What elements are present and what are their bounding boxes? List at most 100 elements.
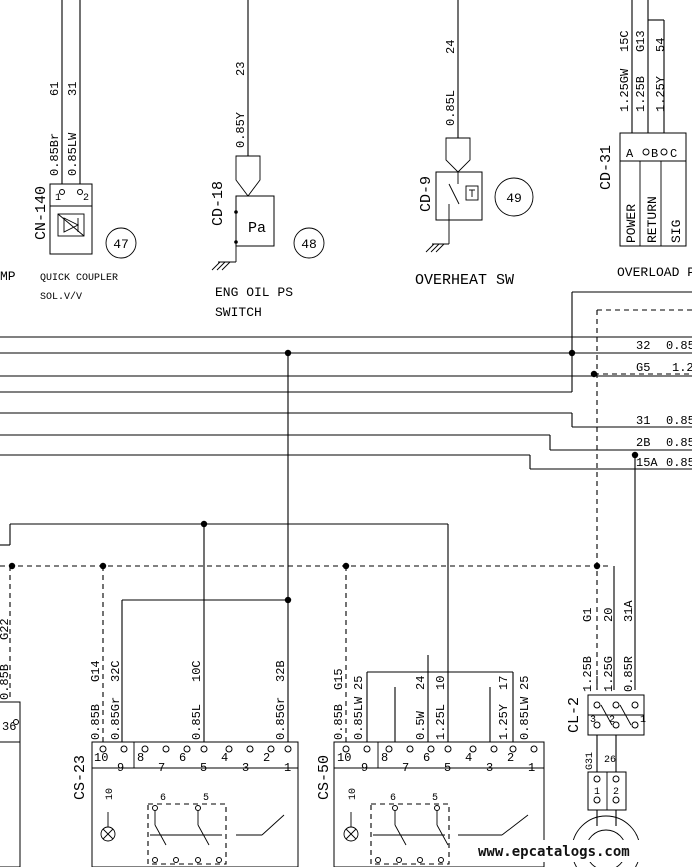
watermark-bg <box>470 840 692 862</box>
cs23-sw-pin10: 10 <box>105 788 116 800</box>
cs50-wire3-size: 0.5W <box>414 710 428 740</box>
cs23-pin1: 1 <box>284 761 291 775</box>
g31-pin1: 1 <box>594 787 600 798</box>
cs23-wire2-size: 0.85Gr <box>109 697 123 740</box>
cs23-wire1-size: 0.85B <box>89 704 103 740</box>
cd31-pin-a: A <box>626 147 634 161</box>
cs50-pin2: 2 <box>507 751 514 765</box>
cn140-pin1: 1 <box>55 193 61 204</box>
connector-cd31: 1.25GW 15C 1.25B G13 1.25Y 54 CD-31 A B … <box>598 30 692 280</box>
cd18-label-line2: SWITCH <box>215 305 262 320</box>
cs50-pin7: 7 <box>402 761 409 775</box>
g31-id: G31 <box>585 752 596 770</box>
cl2-pin1: 1 <box>640 715 646 726</box>
wire-label-2b-size: 0.85 <box>666 436 692 450</box>
cs23-wire1-num: G14 <box>89 660 103 682</box>
cs23-wire2-num: 32C <box>109 660 123 682</box>
cd9-wire-size: 0.85L <box>444 90 458 126</box>
cs23-sw-pin6: 6 <box>160 793 166 804</box>
left-fragment-pin: 36 <box>2 720 16 734</box>
cd18-symbol: Pa <box>248 220 266 237</box>
cs50-pin9: 9 <box>361 761 368 775</box>
cn140-wire2-size: 0.85LW <box>66 132 80 176</box>
cd31-pin-c: C <box>670 147 677 161</box>
cd9-id: CD-9 <box>418 176 435 212</box>
cs50-id: CS-50 <box>316 755 333 800</box>
connector-cd9: 0.85L 24 CD-9 49 OVERHEAT SW <box>415 40 534 289</box>
wire-label-15a-size: 0.85 <box>666 456 692 470</box>
cs50-wire6-size: 0.85LW <box>518 696 532 740</box>
cs23-id: CS-23 <box>72 755 89 800</box>
cd18-label-line1: ENG OIL PS <box>215 285 293 300</box>
g31-num: 26 <box>604 755 616 766</box>
g31-pin2: 2 <box>613 787 619 798</box>
cs50-pin6: 6 <box>423 751 430 765</box>
cs50-wire1-num: G15 <box>332 668 346 690</box>
cs50-pin3: 3 <box>486 761 493 775</box>
cs23-pin8: 8 <box>137 751 144 765</box>
cs23-pin6: 6 <box>179 751 186 765</box>
cs50-pin1: 1 <box>528 761 535 775</box>
cd31-pin-name-power: POWER <box>624 204 639 243</box>
cd9-item: 49 <box>506 191 522 206</box>
solenoid-icon <box>57 213 85 237</box>
right-wire-labels: 32 0.85 G5 1.2 31 0.85 2B 0.85 15A 0.85 <box>636 339 692 470</box>
cd9-wire-num: 24 <box>444 40 458 54</box>
cs23-pin10: 10 <box>94 751 108 765</box>
connector-cl2: 1.25B G1 1.25G 20 0.85R 31A CL-2 3 2 1 <box>566 566 646 772</box>
cn140-body <box>49 183 93 255</box>
cn140-pin2: 2 <box>83 193 89 204</box>
item-48-circle <box>293 227 325 259</box>
connector-left-fragment: 0.85B G22 36 <box>0 618 21 867</box>
cn140-id: CN-140 <box>33 186 50 240</box>
item-49-circle <box>494 177 534 217</box>
cs50-pin10: 10 <box>337 751 351 765</box>
cd9-label: OVERHEAT SW <box>415 272 514 289</box>
cs23-sw-pin5: 5 <box>203 793 209 804</box>
cs50-wire5-size: 1.25Y <box>497 704 511 740</box>
wire-label-32-size: 0.85 <box>666 339 692 353</box>
cl2-pin3: 3 <box>590 715 596 726</box>
connector-cs50: 0.85B G15 0.85LW 25 0.5W 24 1.25L 10 1.2… <box>316 668 545 867</box>
cd31-id: CD-31 <box>598 145 615 190</box>
cs23-wire3-num: 10C <box>190 660 204 682</box>
temperature-switch-icon <box>435 171 483 221</box>
cn140-wire2-num: 31 <box>66 82 80 96</box>
cs50-sw-pin6: 6 <box>390 793 396 804</box>
cd18-id: CD-18 <box>210 181 227 226</box>
cl2-id: CL-2 <box>566 697 583 733</box>
cs23-pin3: 3 <box>242 761 249 775</box>
cs23-pin4: 4 <box>221 751 228 765</box>
cs50-wire1-size: 0.85B <box>332 704 346 740</box>
cd31-pin-name-return: RETURN <box>645 196 660 243</box>
cd31-pin-name-sig: SIG <box>669 220 684 243</box>
cd31-body <box>619 132 687 247</box>
junction-dots <box>8 349 639 604</box>
left-fragment-wire-size: 0.85B <box>0 664 12 700</box>
wire-label-g5-size: 1.2 <box>672 361 692 375</box>
wire-label-31-num: 31 <box>636 414 650 428</box>
cs50-pin4: 4 <box>465 751 472 765</box>
connector-cn140: 0.85Br 61 0.85LW 31 CN-140 1 2 47 QUICK … <box>0 82 137 303</box>
wire-label-32-num: 32 <box>636 339 650 353</box>
cn140-wire1-num: 61 <box>48 82 62 96</box>
cs50-wire6-num: 25 <box>518 676 532 690</box>
cn140-item: 47 <box>113 237 129 252</box>
cd31-pin-b: B <box>651 147 658 161</box>
wire-label-2b-num: 2B <box>636 436 650 450</box>
cl2-wire1-num: G1 <box>581 608 595 622</box>
cd31-wire1-size: 1.25GW <box>618 68 632 112</box>
cs50-pin5: 5 <box>444 761 451 775</box>
cs50-wire5-num: 17 <box>497 676 511 690</box>
left-fragment-wire-num: G22 <box>0 618 12 640</box>
pressure-switch-icon <box>235 195 275 247</box>
item-47-circle <box>105 227 137 259</box>
cs23-pin9: 9 <box>117 761 124 775</box>
cs50-pin8: 8 <box>381 751 388 765</box>
cl2-wire2-size: 1.25G <box>602 656 616 692</box>
cl2-wire2-num: 20 <box>602 608 616 622</box>
cs23-wire3-size: 0.85L <box>190 704 204 740</box>
wire-label-g5-num: G5 <box>636 361 650 375</box>
cn140-label-line2: SOL.V/V <box>40 291 82 303</box>
cs23-wire4-size: 0.85Gr <box>274 697 288 740</box>
